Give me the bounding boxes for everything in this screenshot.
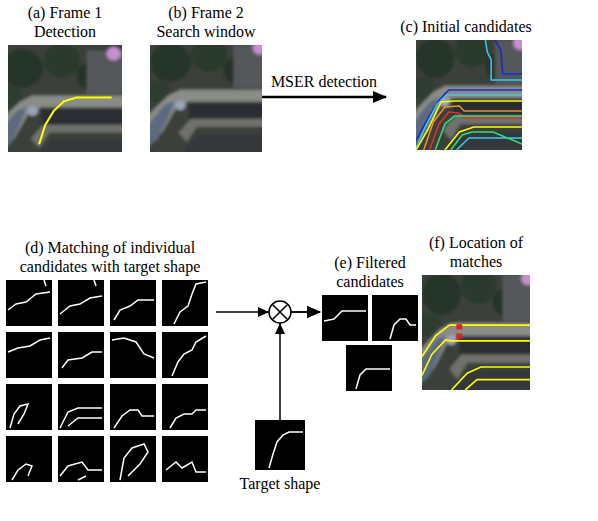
panel-heading: (f) Location of matches: [422, 233, 530, 271]
panel-heading: (b) Frame 2 Search window: [150, 3, 262, 41]
tile: [6, 280, 52, 326]
frame-panel: (a) Frame 1 Detection: [8, 3, 122, 152]
panel-heading: (e) Filtered candidates: [320, 253, 420, 291]
candidate-shape: [324, 311, 366, 321]
candidate-shape: [60, 408, 102, 428]
candidate-shape: [60, 462, 102, 480]
filtered-panel: (e) Filtered candidates: [320, 253, 420, 391]
candidates-panel: (c) Initial candidates: [386, 17, 546, 150]
candidates-photo: [397, 20, 542, 170]
matches-panel: (f) Location of matches: [422, 233, 530, 390]
panel-heading: (d) Matching of individual candidates wi…: [4, 238, 216, 276]
tile: [6, 332, 52, 378]
tile: [6, 436, 52, 482]
tile: [162, 384, 208, 430]
candidate-shape: [390, 319, 416, 339]
panel-heading: (a) Frame 1 Detection: [8, 3, 122, 41]
tile: [6, 384, 52, 430]
tile: [346, 345, 392, 391]
tile: [162, 436, 208, 482]
candidate-shape: [12, 464, 32, 480]
candidate-shape: [114, 300, 154, 320]
candidate-shape: [170, 410, 206, 428]
tile: [58, 436, 104, 482]
tile: [58, 384, 104, 430]
candidate-shape: [10, 404, 28, 428]
tile: [322, 295, 368, 341]
match-point: [456, 324, 462, 329]
edge-label: MSER detection: [269, 72, 379, 91]
tile: [58, 332, 104, 378]
candidate-shape: [60, 280, 102, 314]
filtered-tiles: [322, 295, 418, 391]
candidate-shape: [112, 338, 154, 358]
candidate-shape: [8, 280, 50, 310]
candidate-shape: [62, 352, 102, 368]
tile: [162, 280, 208, 326]
frame-panel: (b) Frame 2 Search window: [150, 3, 262, 152]
match-point: [456, 334, 462, 339]
panel-heading: (c) Initial candidates: [386, 17, 546, 36]
tile: [110, 280, 156, 326]
multiply-junction: [258, 301, 291, 334]
frame1-photo: [0, 31, 137, 177]
target-shape: [269, 432, 303, 468]
flow-arrow: [262, 96, 386, 99]
target-panel: Target shape: [222, 420, 338, 493]
mser-contours: [416, 40, 522, 150]
match-contours: [422, 325, 530, 390]
tile: [110, 332, 156, 378]
matches-photo: [402, 254, 549, 411]
candidate-shape: [120, 444, 148, 480]
tile: [162, 332, 208, 378]
candidate-shape: [356, 369, 390, 389]
frame2-photo: [130, 26, 283, 172]
tile: [110, 436, 156, 482]
candidate-shape: [166, 462, 206, 472]
tile: [255, 420, 305, 470]
target-tile: [255, 420, 305, 470]
tile: [110, 384, 156, 430]
tile: [58, 280, 104, 326]
candidate-shape: [114, 410, 154, 428]
tile: [372, 295, 418, 341]
flow-arrow: [280, 312, 320, 420]
candidate-grid: [6, 280, 208, 482]
candidate-shape: [8, 338, 50, 352]
candidate-shape: [174, 282, 206, 324]
panel-heading: Target shape: [222, 474, 338, 493]
matching-panel: (d) Matching of individual candidates wi…: [4, 238, 216, 482]
candidate-shape: [172, 336, 206, 376]
detection-contour: [39, 98, 112, 145]
